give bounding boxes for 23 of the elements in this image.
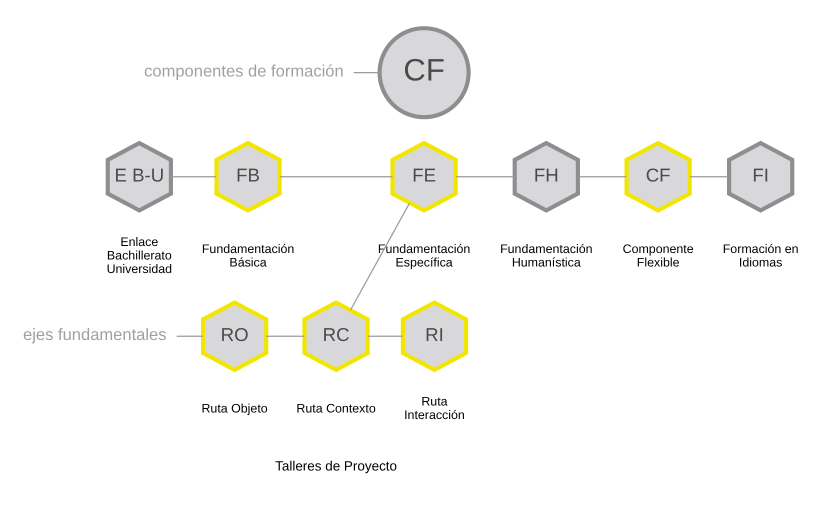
node-label: Fundamentación Específica <box>378 242 470 270</box>
node-label: Ruta Interacción <box>404 394 465 422</box>
connector <box>280 176 392 178</box>
node-circle: CF <box>378 26 471 120</box>
connector <box>266 336 304 337</box>
connector <box>176 336 203 337</box>
node-label: Componente Flexible <box>622 242 694 270</box>
node-label: Fundamentación Humanística <box>500 242 593 270</box>
connector <box>690 176 729 178</box>
node-text: componentes de formación <box>144 62 344 81</box>
connector <box>578 176 626 178</box>
node-label: Ruta Objeto <box>201 401 268 416</box>
connector <box>171 176 216 178</box>
node-label: Enlace Bachillerato Universidad <box>106 235 172 276</box>
node-label: Formación en Idiomas <box>722 242 799 270</box>
node-label: Ruta Contexto <box>296 401 376 416</box>
label: Talleres de Proyecto <box>275 458 398 474</box>
connector <box>456 176 515 178</box>
node-label: Fundamentación Básica <box>202 242 294 270</box>
connector <box>354 72 380 74</box>
node-text: ejes fundamentales <box>23 325 167 344</box>
connector <box>350 202 410 310</box>
connector <box>368 336 403 337</box>
